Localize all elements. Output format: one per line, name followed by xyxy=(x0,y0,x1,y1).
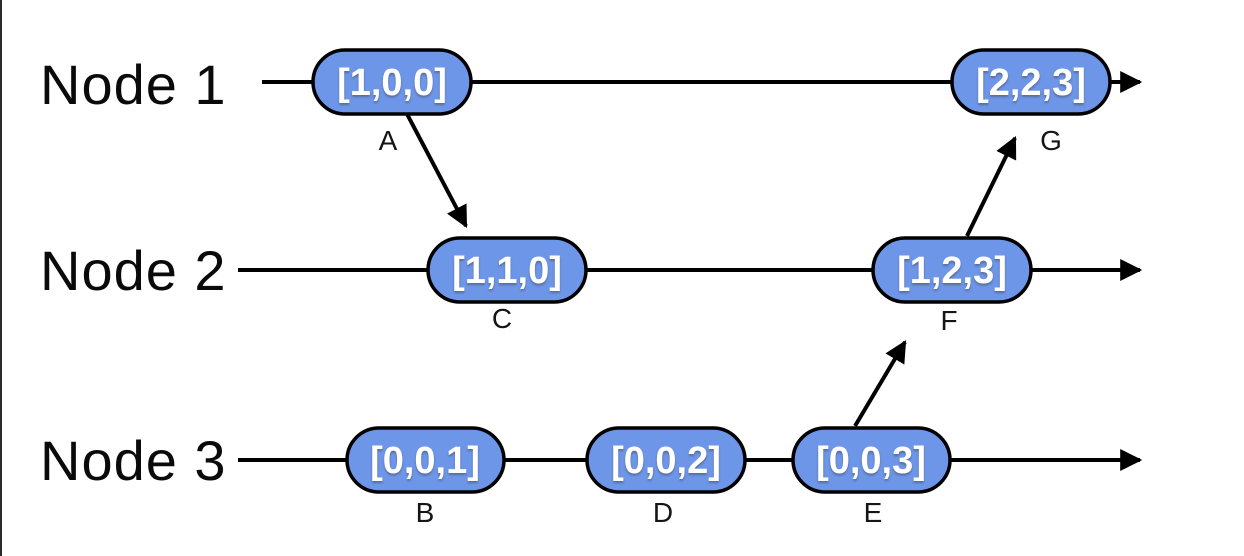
event-C-letter: C xyxy=(492,303,512,334)
event-C: [1,1,0] C xyxy=(426,236,588,334)
event-A-pill xyxy=(311,48,473,116)
event-F-clock: [1,2,3] xyxy=(897,250,1007,292)
event-B: [0,0,1] B xyxy=(345,426,506,528)
event-A-letter: A xyxy=(379,125,398,156)
event-C-pill xyxy=(426,236,588,304)
event-D-pill xyxy=(585,426,747,494)
event-B-clock: [0,0,1] xyxy=(370,440,480,482)
event-F-letter: F xyxy=(940,305,957,336)
event-E-clock: [0,0,3] xyxy=(816,440,926,482)
event-F: [1,2,3] F xyxy=(871,236,1033,336)
event-D-letter: D xyxy=(653,497,673,528)
message-arrow-E-to-F xyxy=(853,340,907,428)
node-2-label: Node 2 xyxy=(40,239,227,302)
event-E: [0,0,3] E xyxy=(791,426,952,528)
event-E-letter: E xyxy=(864,497,883,528)
message-arrow-F-to-G xyxy=(965,136,1017,237)
event-E-pill xyxy=(791,426,952,494)
event-G: [2,2,3] G xyxy=(950,48,1112,156)
event-D-clock: [0,0,2] xyxy=(611,440,721,482)
left-edge-line xyxy=(0,0,2,556)
event-B-letter: B xyxy=(416,497,435,528)
message-arrow-A-to-C xyxy=(405,113,468,228)
event-A: [1,0,0] A xyxy=(311,48,473,156)
event-D: [0,0,2] D xyxy=(585,426,747,528)
event-A-clock: [1,0,0] xyxy=(337,62,447,104)
event-F-pill xyxy=(871,236,1033,304)
event-G-clock: [2,2,3] xyxy=(976,62,1086,104)
node-1-label: Node 1 xyxy=(40,53,227,116)
event-C-clock: [1,1,0] xyxy=(452,250,562,292)
node-3-label: Node 3 xyxy=(40,429,227,492)
event-B-pill xyxy=(345,426,506,494)
event-G-pill xyxy=(950,48,1112,116)
event-G-letter: G xyxy=(1040,125,1062,156)
